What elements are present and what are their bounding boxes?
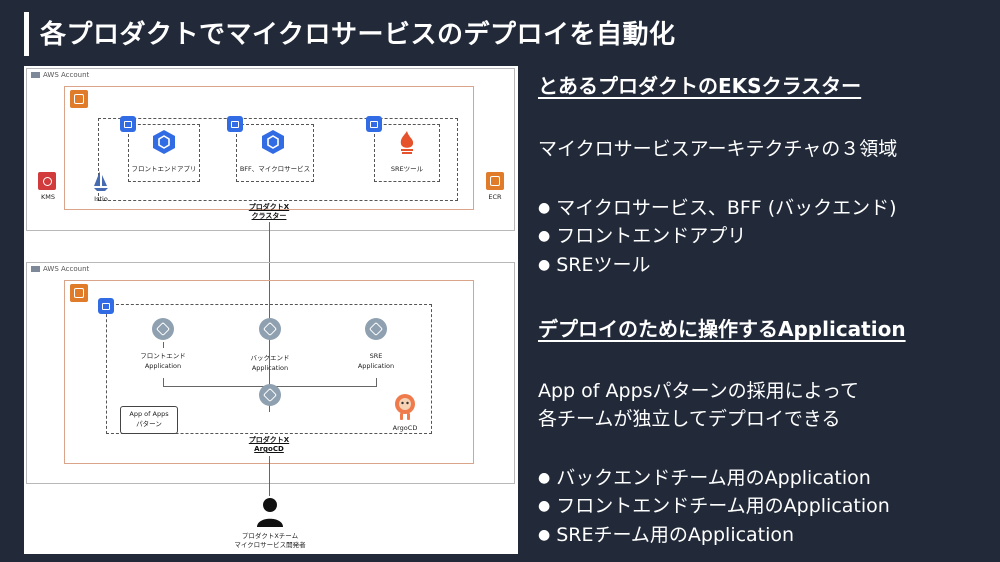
eks-cluster-heading: とあるプロダクトのEKSクラスター bbox=[538, 74, 862, 98]
connector-line bbox=[163, 378, 164, 387]
ecr-label: ECR bbox=[488, 193, 502, 201]
eks-icon bbox=[70, 284, 88, 302]
namespace-icon bbox=[98, 298, 114, 314]
argocd-label: ArgoCD bbox=[392, 424, 418, 432]
sre-application-label-1: SRE bbox=[369, 352, 383, 360]
namespace-icon bbox=[120, 116, 136, 132]
sre-application-label-2: Application bbox=[357, 362, 395, 370]
bullet-item: マイクロサービス、BFF (バックエンド) bbox=[538, 193, 896, 220]
bff-label: BFF、マイクロサービス bbox=[239, 165, 311, 173]
top-cluster-label-line2: クラスター bbox=[251, 212, 287, 220]
cluster-dashed-box bbox=[98, 118, 458, 201]
kms-icon bbox=[38, 172, 56, 190]
app-of-apps-pattern-box bbox=[120, 406, 178, 434]
title-accent-bar bbox=[24, 12, 29, 56]
bullet-item: SREツール bbox=[538, 250, 650, 277]
bullet-item: フロントエンドアプリ bbox=[538, 221, 746, 248]
architecture-diagram: AWS Account KMS ECR フロントエンドアプリ BFF、マイクロサ… bbox=[24, 66, 518, 554]
frontend-app-label: フロントエンドアプリ bbox=[131, 165, 197, 173]
namespace-frontend bbox=[128, 124, 200, 182]
sre-application-node bbox=[365, 318, 387, 340]
kubernetes-pod-icon bbox=[262, 130, 284, 154]
frontend-application-label-2: Application bbox=[144, 362, 182, 370]
bullet-item: バックエンドチーム用のApplication bbox=[538, 463, 871, 490]
sre-tool-label: SREツール bbox=[390, 165, 424, 173]
aws-account-top: AWS Account bbox=[26, 68, 515, 231]
eks-icon bbox=[70, 90, 88, 108]
pattern-label-1: App of Apps bbox=[129, 410, 169, 418]
connector-line bbox=[269, 222, 270, 412]
developer-label-2: マイクロサービス開発者 bbox=[234, 541, 306, 549]
connector-line bbox=[163, 342, 164, 348]
backend-application-label-1: バックエンド bbox=[250, 354, 290, 362]
developer-user-icon bbox=[257, 498, 283, 527]
app-of-apps-text-line1: App of Appsパターンの採用によって bbox=[538, 380, 860, 402]
pattern-label-2: パターン bbox=[136, 420, 162, 428]
slide-title: 各プロダクトでマイクロサービスのデプロイを自動化 bbox=[40, 20, 676, 50]
connector-line bbox=[269, 456, 270, 496]
aws-flag-icon bbox=[31, 72, 40, 78]
region-top bbox=[64, 86, 474, 210]
backend-application-node bbox=[259, 318, 281, 340]
namespace-icon bbox=[366, 116, 382, 132]
app-of-apps-text-line2: 各チームが独立してデプロイできる bbox=[538, 408, 841, 430]
namespace-bff bbox=[236, 124, 314, 182]
namespace-sre bbox=[374, 124, 440, 182]
aws-account-bottom: AWS Account bbox=[26, 262, 515, 484]
connector-line bbox=[376, 378, 377, 387]
argocd-namespace-box bbox=[106, 304, 432, 434]
bottom-cluster-label-line2: ArgoCD bbox=[254, 445, 284, 453]
frontend-application-node bbox=[152, 318, 174, 340]
aws-account-label: AWS Account bbox=[43, 265, 90, 273]
kms-label: KMS bbox=[41, 193, 55, 201]
prometheus-icon bbox=[400, 131, 414, 154]
bottom-cluster-label-line1: プロダクトX bbox=[248, 436, 290, 444]
application-heading: デプロイのために操作するApplication bbox=[538, 317, 906, 341]
bullet-item: SREチーム用のApplication bbox=[538, 520, 794, 547]
istio-label: Istio bbox=[94, 195, 108, 203]
aws-flag-icon bbox=[31, 266, 40, 272]
root-application-node bbox=[259, 384, 281, 406]
frontend-application-label-1: フロントエンド bbox=[140, 352, 186, 360]
argocd-icon bbox=[395, 394, 415, 420]
istio-icon bbox=[94, 171, 108, 191]
top-cluster-label-line1: プロダクトX bbox=[248, 203, 290, 211]
backend-application-label-2: Application bbox=[251, 364, 289, 372]
namespace-icon bbox=[227, 116, 243, 132]
ecr-icon bbox=[486, 172, 504, 190]
bullet-item: フロントエンドチーム用のApplication bbox=[538, 491, 890, 518]
developer-label-1: プロダクトXチーム bbox=[241, 532, 299, 540]
kubernetes-pod-icon bbox=[153, 130, 175, 154]
architecture-text: マイクロサービスアーキテクチャの３領域 bbox=[538, 138, 898, 160]
aws-account-label: AWS Account bbox=[43, 71, 90, 79]
